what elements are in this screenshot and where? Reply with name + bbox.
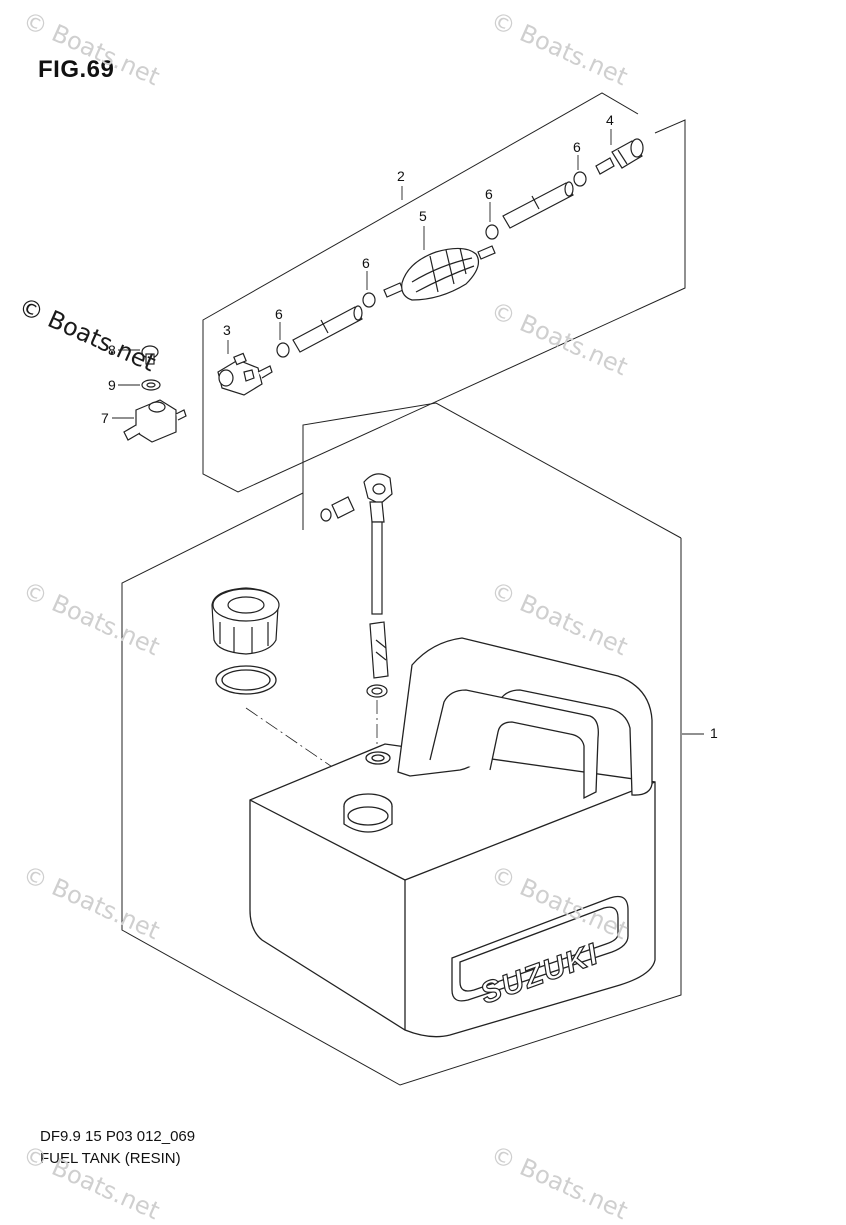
callout-4: 4 — [606, 112, 614, 128]
hose-clamp — [276, 171, 587, 358]
cap-gasket — [215, 665, 277, 695]
callout-8: 8 — [108, 342, 116, 358]
washer — [141, 379, 161, 391]
callout-3: 3 — [223, 322, 231, 338]
tank-group-box — [121, 402, 682, 1086]
primer-bulb — [383, 245, 496, 301]
callout-5: 5 — [419, 208, 427, 224]
callout-6d: 6 — [573, 139, 581, 155]
fuel-connector-fitting — [123, 399, 187, 443]
engine-side-connector — [217, 352, 273, 396]
leader-lines — [112, 129, 704, 735]
callout-6b: 6 — [362, 255, 370, 271]
fuel-tank — [249, 637, 656, 1038]
diagram-name: FUEL TANK (RESIN) — [40, 1150, 181, 1167]
figure-title: FIG.69 — [38, 56, 115, 83]
hose-assembly-box — [202, 92, 686, 493]
callout-7: 7 — [101, 410, 109, 426]
connector-screw — [141, 345, 159, 365]
fuel-cap — [211, 587, 280, 655]
callout-1: 1 — [710, 725, 718, 741]
callout-9: 9 — [108, 377, 116, 393]
diagram-code: DF9.9 15 P03 012_069 — [40, 1128, 196, 1145]
fuel-pickup-fitting — [320, 473, 393, 698]
callout-6c: 6 — [485, 186, 493, 202]
parts-diagram: SUZUKI — [112, 92, 704, 1086]
fuel-hose-segments — [292, 181, 574, 353]
callout-6a: 6 — [275, 306, 283, 322]
callout-2: 2 — [397, 168, 405, 184]
tank-side-connector — [595, 138, 644, 175]
